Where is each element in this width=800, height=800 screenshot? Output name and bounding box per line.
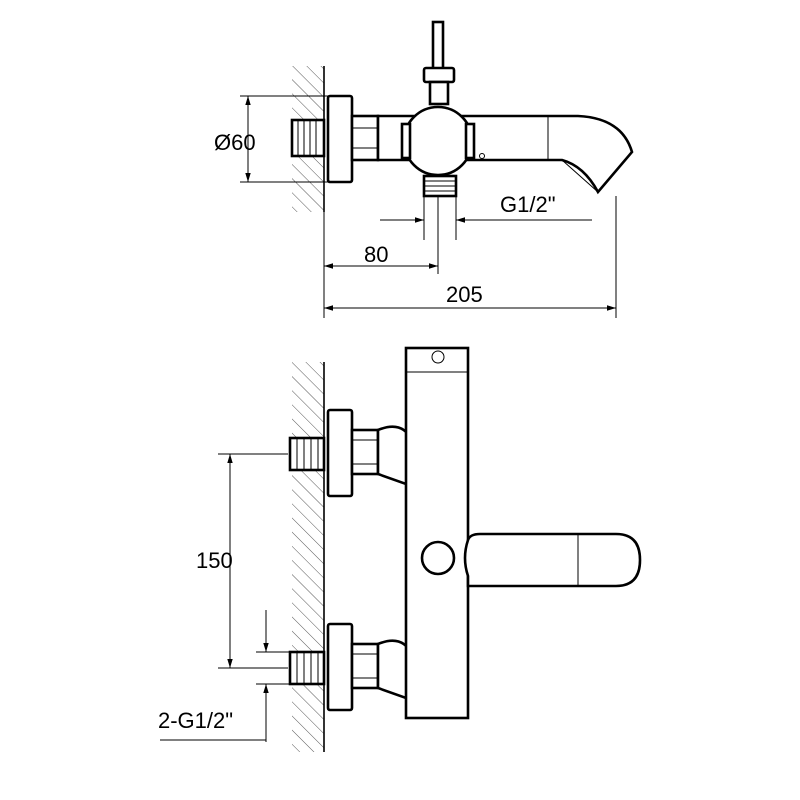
wall-stub-top [290, 118, 326, 158]
dim-overall-length: 205 [446, 282, 483, 307]
diverter-button [431, 350, 445, 364]
mixer-body-front [404, 346, 470, 720]
dim-center-distance: 150 [196, 548, 233, 573]
upper-nut [350, 428, 380, 476]
upper-escutcheon [326, 408, 354, 498]
front-view: 150 2-G1/2" [158, 346, 642, 752]
top-view: Ø60 G1/2" 80 205 [214, 20, 634, 318]
nut-top [350, 114, 380, 162]
mixer-body-top [402, 105, 474, 177]
lower-nut [350, 642, 380, 690]
upper-stub [288, 436, 326, 472]
lower-escutcheon [326, 622, 354, 712]
wall-hatch-front [292, 362, 324, 752]
knob-front [420, 540, 456, 576]
spout-front [463, 532, 642, 588]
dim-diameter: Ø60 [214, 130, 256, 155]
lower-stub [288, 650, 326, 686]
diverter-stem [431, 20, 445, 76]
dim-inlet-thread: 2-G1/2" [158, 708, 233, 733]
dim-thread-outlet: G1/2" [500, 192, 556, 217]
escutcheon-top [326, 94, 354, 184]
dim-offset: 80 [364, 242, 388, 267]
